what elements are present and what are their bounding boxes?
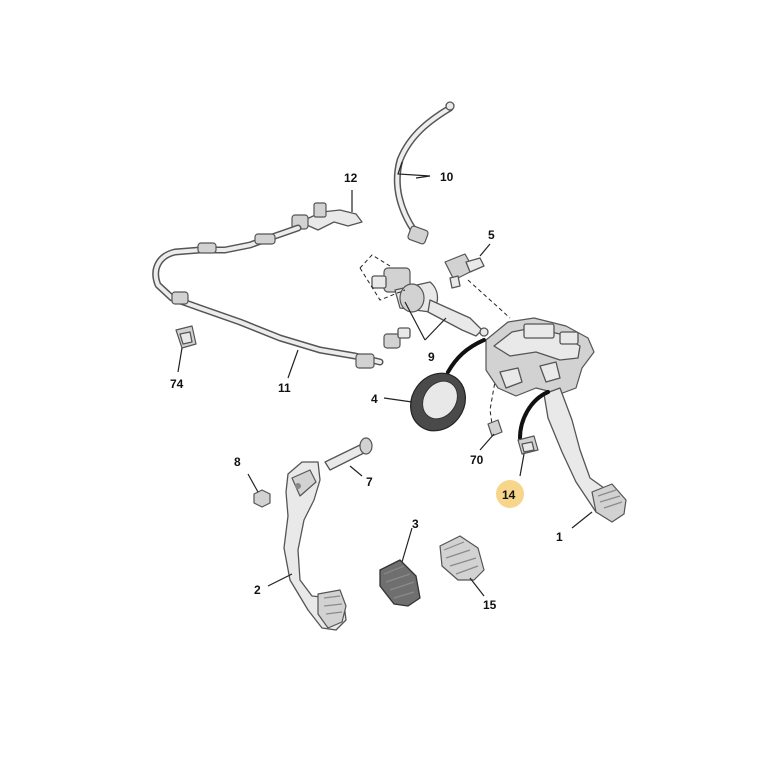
part-2-pedal [283, 461, 347, 631]
retaining-lines [446, 338, 550, 440]
callout-74: 74 [170, 377, 184, 391]
callout-9: 9 [428, 350, 435, 364]
callout-11: 11 [278, 381, 291, 395]
callout-12: 12 [344, 171, 358, 185]
callout-labels: 10 12 5 9 74 11 4 70 14 1 8 7 3 2 15 [170, 170, 563, 612]
callout-70: 70 [470, 453, 484, 467]
callout-8: 8 [234, 455, 241, 469]
callout-2: 2 [254, 583, 261, 597]
callout-10: 10 [440, 170, 454, 184]
part-10-pipe [393, 101, 455, 245]
part-4-seal [410, 372, 466, 432]
part-7-bolt [324, 437, 373, 471]
part-5-switch [444, 253, 485, 289]
part-1-pedal-box [485, 317, 627, 523]
callout-1: 1 [556, 530, 563, 544]
callout-5: 5 [488, 228, 495, 242]
highlight-marker [496, 480, 524, 508]
callout-7: 7 [366, 475, 373, 489]
callout-3: 3 [412, 517, 419, 531]
part-9-master-cylinder [371, 267, 489, 337]
part-15-pedal-pad [439, 535, 485, 581]
assembly-dashed-lines [359, 254, 511, 425]
part-8-nut [253, 489, 271, 508]
callout-14: 14 [502, 488, 516, 502]
part-70-clip [487, 419, 503, 437]
part-74-clip [175, 325, 197, 349]
part-3-pedal-pad [379, 559, 421, 607]
part-14-stop [517, 435, 539, 455]
leader-lines [177, 161, 593, 597]
part-11-hose [152, 224, 411, 369]
callout-15: 15 [483, 598, 497, 612]
callout-4: 4 [371, 392, 378, 406]
